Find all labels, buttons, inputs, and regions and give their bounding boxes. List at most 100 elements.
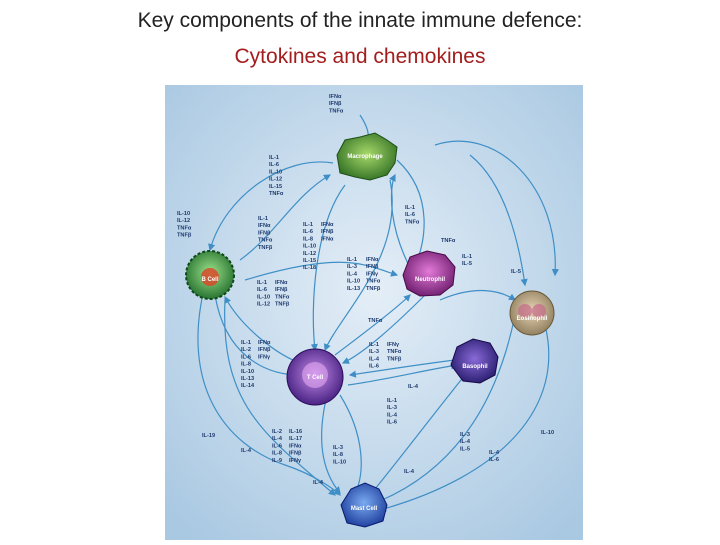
cytokine-label-line: IL-4	[272, 436, 283, 442]
cytokine-label-line: IL-6	[272, 443, 282, 449]
cytokine-label-line: IL-1	[269, 155, 279, 161]
cytokine-label-line: IL-10	[177, 211, 190, 217]
macrophage-label: Macrophage	[347, 154, 383, 160]
arrow	[434, 140, 559, 277]
cytokine-label-line: IL-8	[272, 451, 282, 457]
cytokine-label-line: IL-6	[489, 457, 499, 463]
cytokine-label-tnfa-top: TNFα	[441, 238, 456, 244]
cytokine-label-line: IFNβ	[289, 451, 302, 457]
arrow	[347, 362, 459, 386]
cytokine-label-line: IL-10	[303, 244, 316, 250]
cytokine-label-line: IL-5	[511, 269, 521, 275]
cytokine-label-line: IL-1	[257, 280, 267, 286]
cytokine-label-line: IL-4	[313, 480, 324, 486]
cytokine-label-line: IL-10	[541, 430, 554, 436]
cytokine-label-line: IL-6	[405, 212, 415, 218]
cytokine-label-line: TNFα	[368, 318, 383, 324]
arrow	[373, 314, 516, 505]
cytokine-label-line: IL-10	[241, 369, 254, 375]
cytokine-label-line: IL-9	[272, 458, 282, 464]
mast-cell-label: Mast Cell	[351, 506, 378, 512]
basophil-label: Basophil	[462, 364, 488, 370]
b-cell-label: B Cell	[201, 277, 218, 283]
arrows	[197, 114, 559, 512]
cytokine-label-line: IL-4	[408, 384, 419, 390]
cytokine-label-line: IL-10	[269, 169, 282, 175]
cytokine-label-il10-right: IL-10	[541, 430, 554, 436]
arrow	[334, 294, 411, 356]
cytokine-label-line: TNFβ	[387, 356, 402, 362]
cytokine-label-line: IL-1	[405, 205, 415, 211]
cytokine-label-line: IFNβ	[329, 101, 342, 107]
cytokine-label-line: IL-3	[369, 349, 379, 355]
cytokine-label-line: IFNα	[275, 280, 288, 286]
cytokine-label-line: IL-8	[303, 236, 313, 242]
cytokine-label-line: TNFα	[366, 279, 381, 285]
cytokine-label-line: IL-13	[347, 286, 360, 292]
cytokine-label-line: IFNβ	[258, 347, 271, 353]
cytokine-label-line: IL-10	[257, 294, 270, 300]
eosinophil-cell: Eosinophil	[509, 290, 555, 336]
cytokine-label-line: IL-6	[387, 420, 397, 426]
cytokine-label-line: IFNβ	[258, 230, 271, 236]
arrow	[348, 359, 456, 378]
cytokine-label-line: IL-1	[462, 254, 472, 260]
cytokine-label-line: IFNγ	[289, 458, 302, 464]
cytokine-label-line: TNFβ	[258, 245, 273, 251]
t-cell: T Cell	[286, 348, 344, 406]
cytokine-label-il4-bottom: IL-4	[313, 480, 324, 486]
cytokine-label-line: IFNα	[258, 340, 271, 346]
cytokine-label-il19-left: IL-19	[202, 433, 215, 439]
arrow	[224, 299, 336, 496]
cytokine-label-line: IFNα	[329, 94, 342, 100]
cytokine-label-line: IL-12	[177, 218, 190, 224]
arrow	[310, 184, 346, 352]
slide-title-line1: Key components of the innate immune defe…	[137, 9, 583, 32]
cytokine-label-line: IL-4	[241, 448, 252, 454]
arrow	[369, 374, 466, 496]
cytokine-label-line: TNFβ	[275, 302, 290, 308]
slide-title-line2: Cytokines and chemokines	[234, 45, 486, 68]
arrow	[244, 261, 399, 281]
cytokine-label-line: IFNα	[321, 222, 334, 228]
cytokine-label-line: IL-12	[257, 302, 270, 308]
cytokine-label-line: IL-2	[241, 347, 251, 353]
cytokine-label-line: IL-4	[489, 450, 500, 456]
cytokine-label-line: TNFα	[177, 225, 192, 231]
cytokine-label-line: IFNβ	[321, 229, 334, 235]
arrow	[208, 161, 334, 252]
cytokine-label-il5-right: IL-5	[511, 269, 521, 275]
arrow	[239, 174, 332, 261]
cytokine-label-line: IL-1	[347, 257, 357, 263]
cytokine-label-line: IFNγ	[258, 354, 271, 360]
cytokine-label-line: TNFα	[269, 191, 284, 197]
cytokine-label-line: IL-8	[241, 362, 251, 368]
cytokine-label-line: IL-6	[269, 162, 279, 168]
diagram-canvas: Macrophage B Cell Neutrophil Eosinophil …	[165, 85, 583, 540]
cytokine-label-line: IFNγ	[366, 271, 379, 277]
b-cell: B Cell	[185, 250, 235, 300]
cytokine-label-line: IFNα	[289, 443, 302, 449]
cytokine-label-line: IFNα	[366, 257, 379, 263]
cytokine-label-line: IL-18	[303, 265, 316, 271]
cytokine-label-line: IL-16	[289, 429, 302, 435]
neutrophil-cell: Neutrophil	[402, 250, 456, 297]
cytokine-label-line: TNFα	[258, 238, 273, 244]
cytokine-label-line: IL-4	[404, 469, 415, 475]
cytokine-label-line: IL-4	[387, 412, 398, 418]
cytokine-label-line: IL-1	[369, 342, 379, 348]
cytokine-label-line: IL-6	[369, 364, 379, 370]
basophil-cell: Basophil	[450, 338, 499, 384]
arrow	[321, 394, 341, 494]
